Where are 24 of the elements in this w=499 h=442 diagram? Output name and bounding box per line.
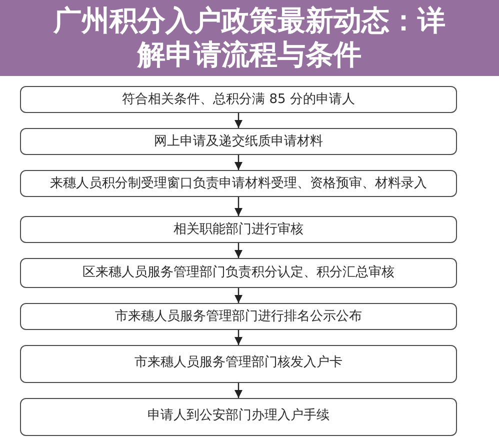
step-text: 符合相关条件、总积分满 85 分的申请人: [122, 92, 355, 108]
arrow: [234, 155, 242, 170]
arrow: [234, 383, 242, 398]
step-text: 相关职能部门进行审核: [174, 222, 304, 238]
step-text: 网上申请及递交纸质申请材料: [154, 134, 323, 150]
process-box: [20, 86, 457, 113]
arrow: [234, 330, 242, 345]
process-box: [20, 128, 457, 155]
arrow: [234, 243, 242, 258]
process-box: [20, 398, 457, 436]
step-text: 来穗人员积分制受理窗口负责申请材料受理、资格预审、材料录入: [50, 176, 427, 192]
title: 广州积分入户政策最新动态：详解申请流程与条件: [52, 4, 446, 72]
step-text: 市来穗人员服务管理部门进行排名公示公布: [115, 308, 362, 324]
step-text: 申请人到公安部门办理入户手续: [148, 408, 330, 424]
process-box: [20, 303, 457, 330]
process-box: [20, 345, 457, 383]
step-text: 区来穗人员服务管理部门负责积分认定、积分汇总审核: [82, 265, 394, 281]
arrow: [234, 113, 242, 128]
arrow: [234, 197, 242, 216]
process-box: [20, 170, 457, 197]
process-box: [20, 258, 457, 288]
arrow: [234, 288, 242, 303]
process-box: [20, 216, 457, 243]
step-text: 市来穗人员服务管理部门核发入户卡: [134, 355, 342, 371]
